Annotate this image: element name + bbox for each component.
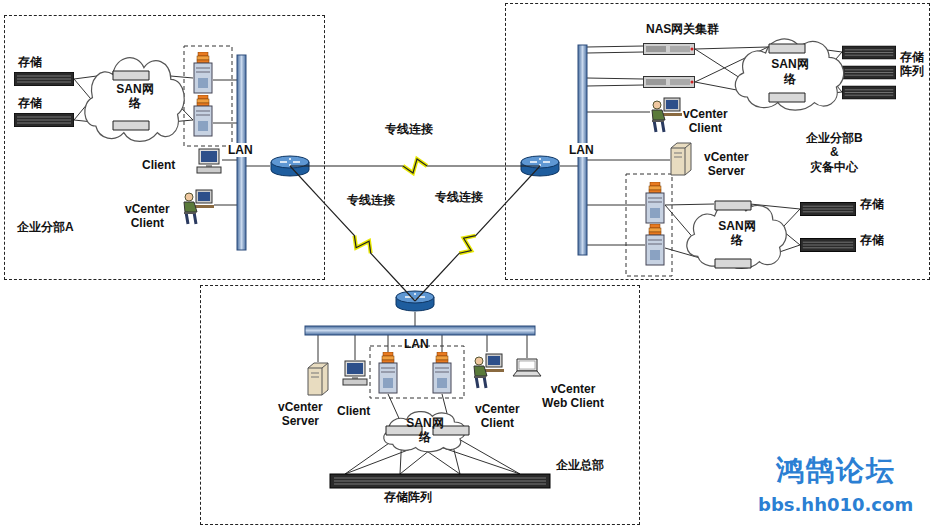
router-stub: [505, 165, 540, 166]
line-label: 专线连接: [383, 122, 435, 136]
cloud-label: SAN网络: [116, 82, 154, 111]
region-title: 企业总部: [556, 458, 604, 472]
cloud-label: SAN网络: [406, 416, 444, 445]
cloud-label: SAN网络: [718, 219, 756, 248]
device-label: Client: [142, 158, 175, 172]
router-stub: [415, 285, 430, 301]
san-switch: [715, 259, 751, 268]
device-label: vCenter Server: [704, 150, 749, 179]
cloud-shape: [85, 58, 184, 142]
line-label: 专线连接: [345, 193, 397, 207]
connector-line: [325, 204, 400, 285]
san-switch: [769, 44, 805, 53]
device-label: vCenter Server: [278, 400, 323, 429]
san-cloud: SAN网络: [729, 29, 851, 114]
device-label: 存储阵列: [900, 50, 925, 79]
line-label: 专线连接: [433, 190, 485, 204]
device-label: LAN: [404, 337, 429, 351]
router-stub: [505, 166, 540, 204]
san-switch: [715, 201, 751, 210]
device-label: 存储: [18, 96, 42, 110]
router-stub: [290, 165, 325, 166]
device-label: vCenter Client: [475, 402, 520, 431]
device-label: vCenter Client: [125, 202, 170, 231]
device-label: 存储: [860, 233, 884, 247]
device-label: NAS网关集群: [646, 22, 719, 36]
device-label: 存储: [18, 55, 42, 69]
san-switch: [769, 93, 805, 102]
leased-line: [290, 159, 540, 173]
leased-line: [415, 166, 540, 301]
device-label: LAN: [226, 143, 255, 157]
watermark: 鸿鹄论坛: [776, 452, 896, 490]
region-title: 企业分部A: [17, 220, 74, 234]
cloud-shape: [735, 39, 843, 110]
device-label: 存储: [860, 197, 884, 211]
san-switch: [113, 71, 149, 80]
connector-line: [430, 204, 505, 285]
san-cloud: SAN网络: [379, 406, 471, 454]
cloud-label: SAN网络: [771, 57, 809, 86]
router-stub: [290, 166, 325, 204]
region-title: 企业分部B & 灾备中心: [806, 131, 863, 174]
device-label: Client: [337, 404, 370, 418]
connector-line: [325, 159, 505, 173]
device-label: LAN: [567, 143, 596, 157]
cloud-shape: [687, 203, 786, 268]
leased-line: [290, 166, 415, 301]
device-label: vCenter Client: [683, 107, 728, 136]
san-cloud: SAN网络: [681, 194, 793, 272]
device-label: 存储阵列: [384, 490, 432, 504]
san-switch: [113, 121, 149, 130]
san-cloud: SAN网络: [79, 46, 191, 146]
router-stub: [400, 285, 415, 301]
device-label: vCenter Web Client: [538, 382, 608, 411]
region-box: 企业分部A SAN网络: [4, 15, 325, 280]
watermark: bbs.hh010.com: [758, 494, 913, 515]
